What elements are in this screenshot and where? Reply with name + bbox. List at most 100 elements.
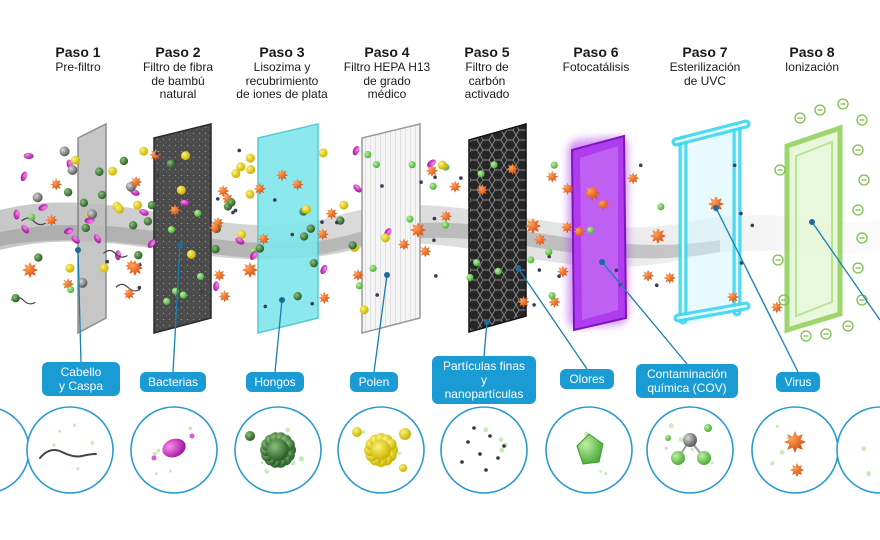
particle — [309, 258, 319, 268]
particle — [750, 223, 755, 228]
particle — [34, 253, 43, 262]
cropped-circle — [0, 408, 30, 492]
particle — [534, 233, 546, 246]
negative-ion-icon — [852, 204, 864, 216]
particle — [408, 161, 416, 169]
particle — [245, 153, 255, 163]
step-number: Paso 2 — [155, 44, 201, 60]
step-description: Ionización — [784, 60, 840, 74]
particle — [318, 148, 328, 158]
hair-icon — [26, 406, 114, 494]
particle — [369, 264, 377, 272]
particle — [21, 217, 46, 226]
particle — [119, 156, 129, 166]
odor-icon — [545, 406, 633, 494]
particle — [236, 162, 246, 172]
particle — [419, 245, 432, 258]
particle — [527, 256, 535, 264]
particle — [213, 269, 226, 282]
step-number: Paso 4 — [364, 44, 410, 60]
negative-ion-icon — [856, 114, 868, 126]
virus-icon — [751, 406, 839, 494]
particle — [650, 228, 666, 244]
particle — [20, 171, 28, 182]
particle — [139, 209, 149, 216]
particle — [375, 293, 380, 297]
pollen-icon — [337, 406, 425, 494]
particle — [348, 241, 357, 250]
particle — [102, 249, 128, 258]
particle — [67, 285, 75, 294]
particle — [95, 167, 104, 176]
particle — [739, 211, 743, 216]
particle — [440, 210, 452, 223]
negative-ion-icon — [858, 174, 870, 186]
particle — [166, 159, 176, 168]
particle — [67, 165, 78, 176]
particle — [273, 198, 277, 202]
step-number: Paso 8 — [789, 44, 835, 60]
particle — [306, 224, 316, 233]
cropped-circle — [836, 406, 880, 494]
connector-line — [515, 265, 588, 370]
particle — [290, 232, 295, 237]
particle — [470, 198, 475, 203]
particle — [181, 151, 191, 161]
particle — [638, 163, 643, 168]
particle — [168, 204, 181, 217]
particle — [364, 151, 372, 159]
particle — [115, 283, 141, 292]
particle — [242, 262, 258, 278]
particle — [21, 224, 30, 234]
particle — [231, 210, 235, 215]
particle — [235, 237, 245, 245]
ionization-frame — [772, 98, 870, 342]
connector-line — [172, 242, 183, 373]
particle — [227, 198, 236, 207]
hepa-filter-panel — [361, 123, 421, 334]
airflow-smoke — [0, 202, 880, 267]
bacteria-icon — [130, 406, 218, 494]
particle — [143, 217, 153, 226]
particle — [437, 160, 447, 170]
step-number: Paso 1 — [55, 44, 101, 60]
particle — [22, 262, 38, 278]
particle — [11, 293, 20, 303]
particle — [130, 176, 143, 188]
particle — [477, 170, 485, 178]
mold-icon — [234, 406, 322, 494]
negative-ion-icon — [842, 320, 854, 332]
particle — [547, 254, 552, 259]
particle — [433, 175, 437, 180]
particle — [231, 169, 241, 179]
particle — [299, 232, 309, 241]
particle — [179, 199, 190, 206]
contaminant-label-5: Partículas finas y nanopartículas — [432, 356, 536, 404]
negative-ion-icon — [778, 294, 790, 306]
negative-ion-icon — [820, 328, 832, 340]
particle — [359, 305, 369, 315]
particle — [23, 152, 34, 159]
step-description: Filtro de fibra de bambú natural — [142, 60, 214, 101]
connector-line — [274, 297, 285, 373]
particle — [245, 189, 255, 199]
negative-ion-icon — [774, 164, 786, 176]
particle — [199, 290, 204, 294]
particle — [155, 151, 159, 156]
particle — [506, 163, 519, 176]
particle — [293, 291, 302, 301]
particle — [351, 269, 364, 281]
particle — [597, 198, 610, 211]
particle — [550, 161, 558, 169]
particle — [167, 226, 176, 234]
particle — [63, 227, 74, 235]
particle — [537, 268, 542, 272]
particle — [419, 180, 423, 185]
particle — [548, 291, 556, 300]
particle — [291, 178, 304, 191]
